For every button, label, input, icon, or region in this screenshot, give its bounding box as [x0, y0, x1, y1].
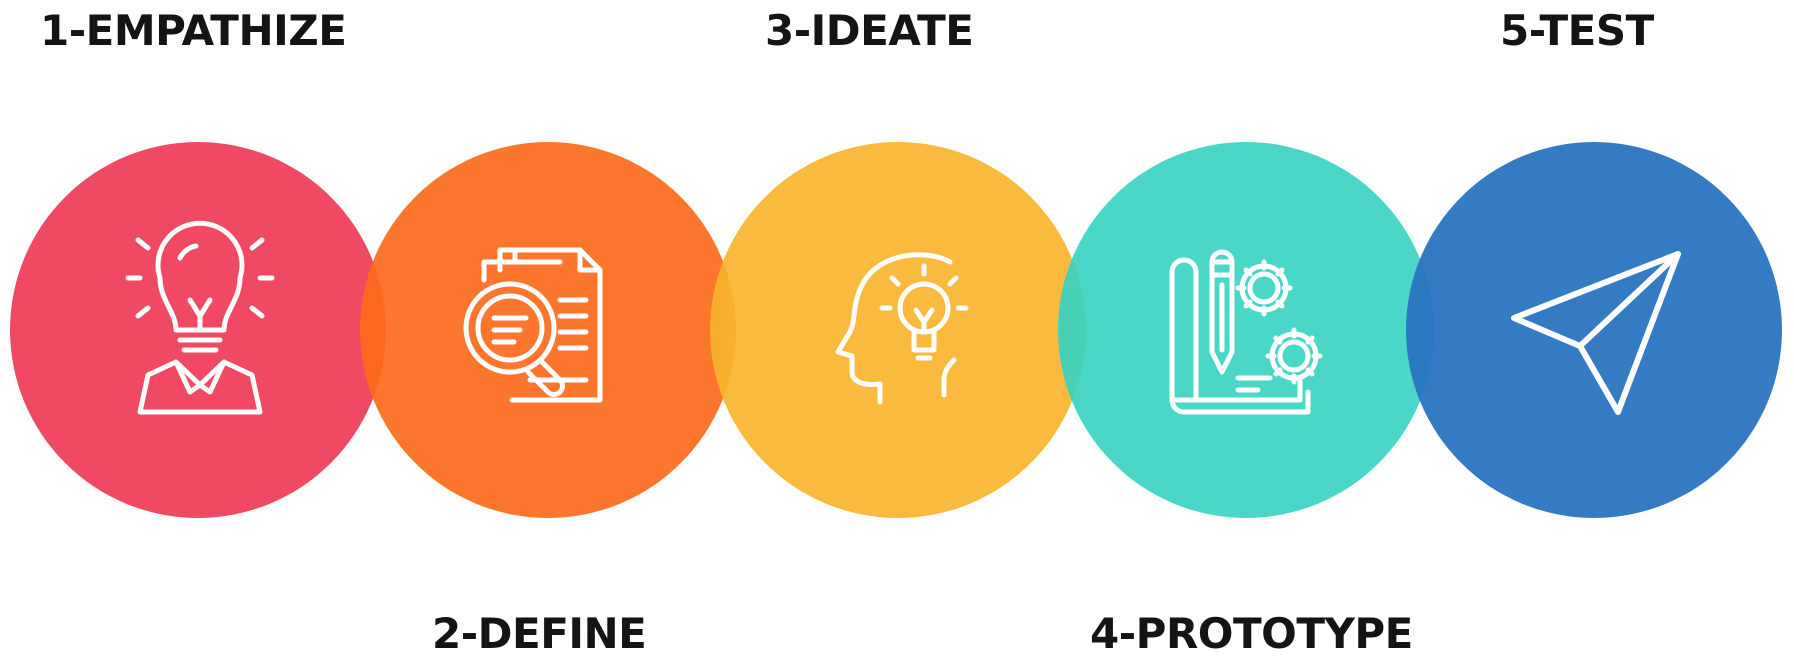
step-circle-prototype [1058, 142, 1434, 518]
blueprint-gears-icon [1169, 249, 1323, 415]
step-label-prototype: 4-PROTOTYPE [1090, 609, 1413, 658]
magnifier-document-icon [463, 247, 603, 403]
head-lightbulb-icon [835, 252, 969, 405]
step-label-define: 2-DEFINE [432, 609, 647, 658]
step-label-ideate: 3-IDEATE [765, 6, 974, 55]
step-circle-define [360, 142, 736, 518]
step-circle-ideate [710, 142, 1086, 518]
step-label-empathize: 1-EMPATHIZE [40, 6, 347, 55]
step-label-test: 5-TEST [1500, 6, 1654, 55]
lightbulb-person-icon [125, 220, 275, 415]
paper-plane-icon [1511, 251, 1681, 415]
